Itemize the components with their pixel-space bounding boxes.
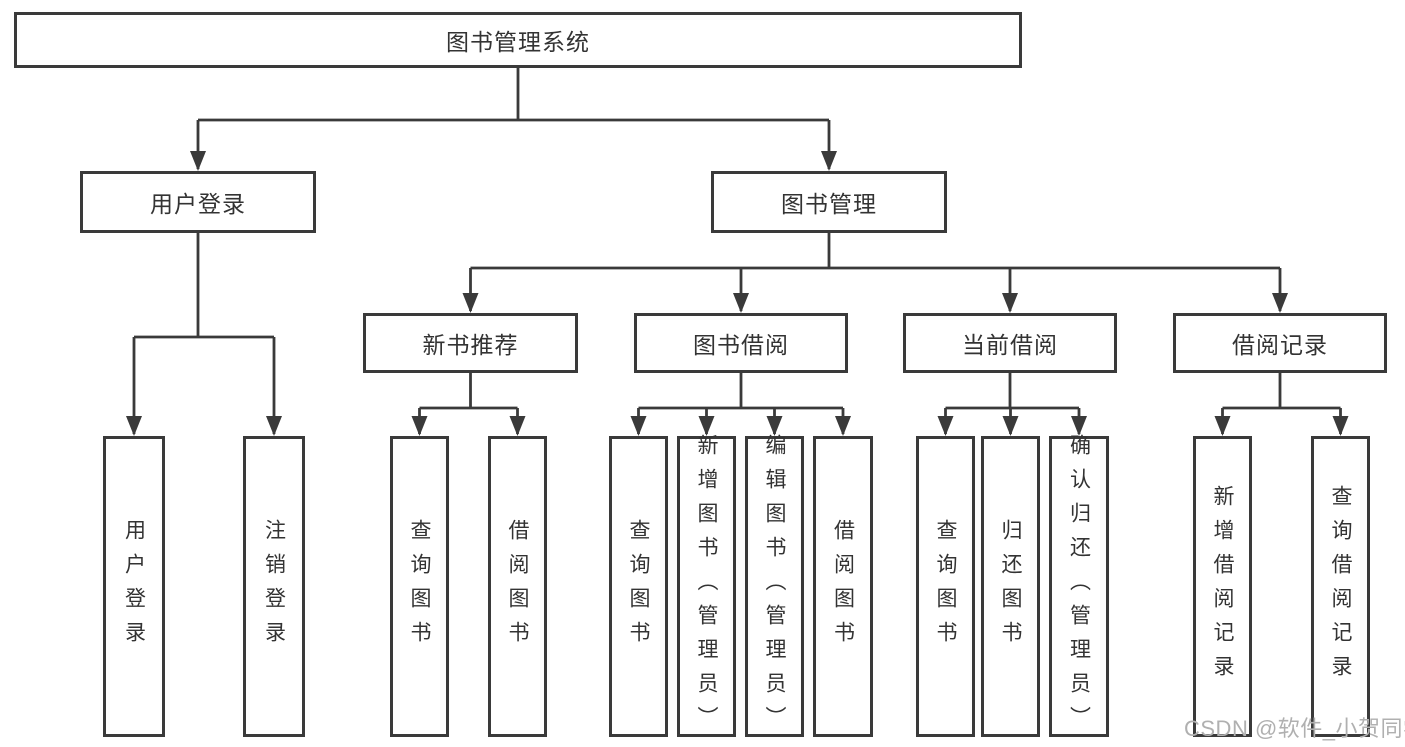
node-current-borrowing: 当前借阅 <box>903 313 1117 373</box>
node-add-books-admin: 新增图书（管理员） <box>677 433 736 740</box>
node-recommend-query-books: 查询图书 <box>390 436 449 737</box>
node-label: 查询图书 <box>627 518 650 655</box>
node-return-books: 归还图书 <box>981 436 1040 737</box>
node-label: 图书管理系统 <box>446 29 590 55</box>
node-confirm-return-admin: 确认归还（管理员） <box>1049 433 1109 740</box>
node-borrowing-borrow-books: 借阅图书 <box>813 436 873 737</box>
node-new-book-recommendation: 新书推荐 <box>363 313 578 373</box>
node-label: 图书借阅 <box>693 332 789 358</box>
node-label: 新增图书（管理员） <box>695 433 718 740</box>
node-label: 归还图书 <box>999 518 1022 655</box>
node-label: 借阅记录 <box>1232 332 1328 358</box>
node-borrowing-records: 借阅记录 <box>1173 313 1387 373</box>
node-add-borrow-record: 新增借阅记录 <box>1193 436 1252 737</box>
node-label: 查询借阅记录 <box>1329 484 1352 689</box>
node-label: 借阅图书 <box>506 518 529 655</box>
node-user-login: 用户登录 <box>103 436 165 737</box>
node-book-management: 图书管理 <box>711 171 947 233</box>
node-borrowing-query-books: 查询图书 <box>609 436 668 737</box>
node-label: 用户登录 <box>150 191 246 217</box>
node-label: 查询图书 <box>934 518 957 655</box>
node-library-management-system: 图书管理系统 <box>14 12 1022 68</box>
node-label: 查询图书 <box>408 518 431 655</box>
node-label: 用户登录 <box>122 518 146 655</box>
node-label: 确认归还（管理员） <box>1067 433 1091 740</box>
node-label: 当前借阅 <box>962 332 1058 358</box>
node-label: 编辑图书（管理员） <box>763 433 786 740</box>
node-query-borrow-record: 查询借阅记录 <box>1311 436 1370 737</box>
node-label: 新增借阅记录 <box>1211 484 1234 689</box>
node-user-login-branch: 用户登录 <box>80 171 316 233</box>
node-label: 新书推荐 <box>422 332 519 358</box>
node-label: 图书管理 <box>781 191 877 217</box>
csdn-watermark: CSDN @软件_小贺同学 <box>1184 716 1405 741</box>
node-recommend-borrow-books: 借阅图书 <box>488 436 547 737</box>
node-label: 借阅图书 <box>831 518 855 655</box>
node-current-query-books: 查询图书 <box>916 436 975 737</box>
node-label: 注销登录 <box>262 518 286 655</box>
node-edit-books-admin: 编辑图书（管理员） <box>745 433 804 740</box>
node-book-borrowing: 图书借阅 <box>634 313 848 373</box>
node-logout: 注销登录 <box>243 436 305 737</box>
